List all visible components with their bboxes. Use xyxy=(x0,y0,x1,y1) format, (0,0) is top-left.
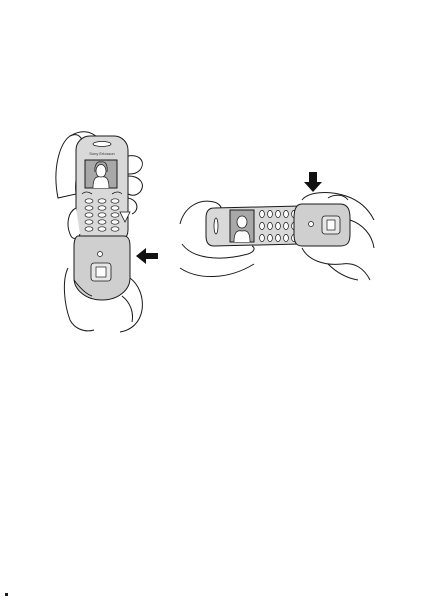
illustration-right xyxy=(178,168,378,298)
figure-right-press-and-remove xyxy=(178,168,378,298)
arrow-down-icon xyxy=(304,172,322,192)
figure-left-slide-cover-off: Sony Ericsson xyxy=(40,128,170,333)
earpiece xyxy=(93,142,111,147)
brand-logo-text: Sony Ericsson xyxy=(89,151,115,156)
illustration-left: Sony Ericsson xyxy=(40,128,170,333)
arrow-left-icon xyxy=(136,248,158,264)
corner-mark xyxy=(5,583,8,586)
